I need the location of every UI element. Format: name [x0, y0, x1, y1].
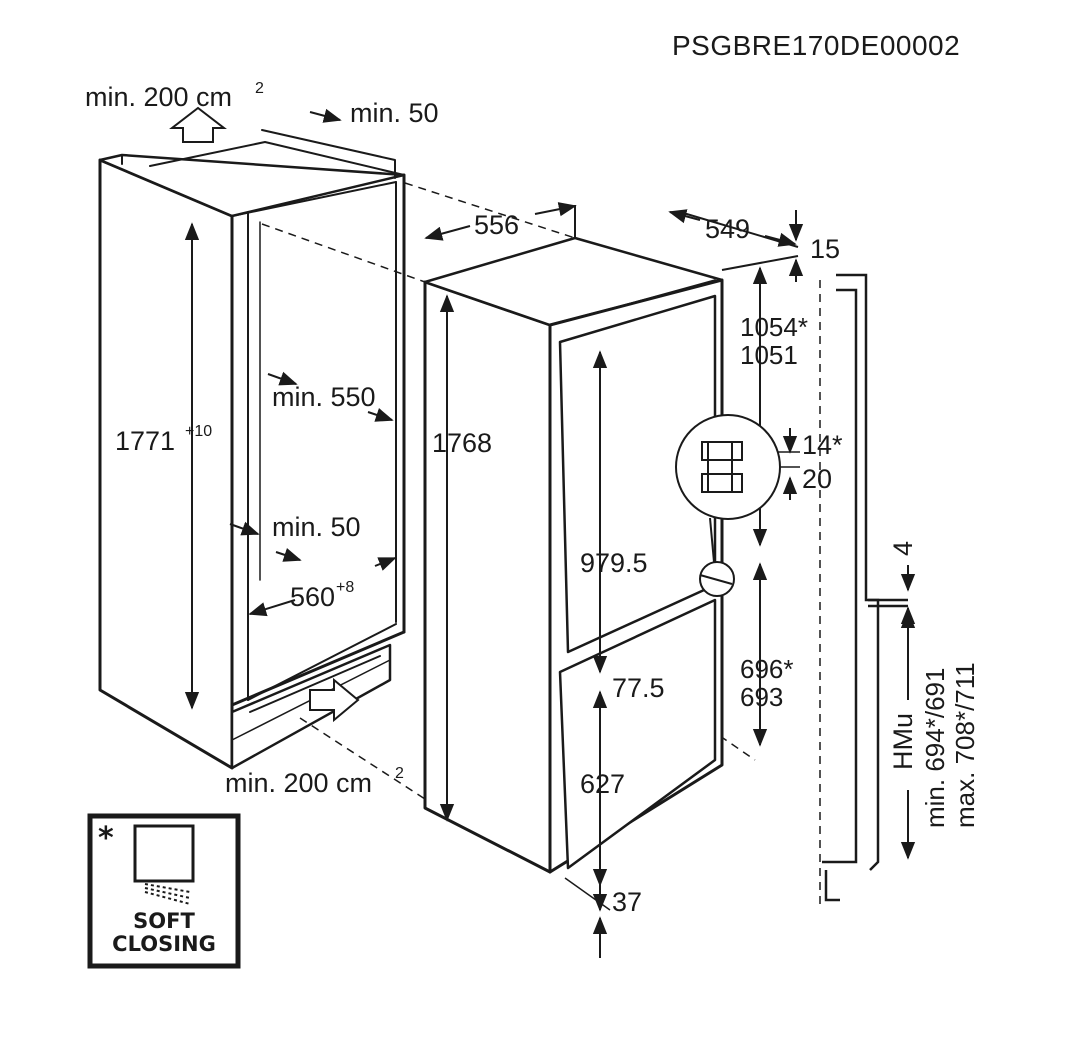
label-appliance-depth: 549: [705, 214, 750, 244]
label-upper-hinge: 1051: [740, 340, 798, 370]
vent-bottom-arrow-icon: [309, 677, 360, 723]
vent-arrows: [169, 106, 360, 723]
projection-lines: [261, 182, 821, 905]
label-hmu: HMu: [888, 713, 918, 770]
dimension-labels: min. 200 cm 2 min. 50 1771 +10 min. 550 …: [85, 80, 980, 917]
label-upper-hinge-star: 1054*: [740, 312, 808, 342]
label-lower-hinge: 693: [740, 682, 783, 712]
label-hmu-min: min. 694*/691: [920, 668, 950, 828]
soft-closing-icon: [133, 824, 195, 905]
vent-top-arrow-icon: [169, 106, 227, 143]
label-vent-bottom: min. 200 cm: [225, 768, 372, 798]
label-niche-height: 1771: [115, 426, 175, 456]
label-gap-top: min. 50: [350, 98, 439, 128]
label-lower-gap: 77.5: [612, 673, 665, 703]
label-niche-width: 560: [290, 582, 335, 612]
label-hinge-b: 20: [802, 464, 832, 494]
label-vent-top-sup: 2: [255, 80, 264, 97]
label-base-offset: 37: [612, 887, 642, 917]
furniture-door-frame: [822, 273, 908, 902]
label-lower-hinge-star: 696*: [740, 654, 794, 684]
document-code: PSGBRE170DE00002: [672, 30, 960, 61]
legend-line1: SOFT: [133, 909, 195, 933]
label-hinge-a: 14*: [802, 430, 843, 460]
label-gap-4: 4: [888, 541, 918, 556]
label-top-offset: 15: [810, 234, 840, 264]
legend-star: *: [98, 821, 114, 856]
label-niche-depth: min. 550: [272, 382, 376, 412]
label-hmu-max: max. 708*/711: [950, 662, 980, 828]
label-niche-height-sup: +10: [185, 423, 212, 440]
legend-line2: CLOSING: [112, 932, 216, 956]
label-appliance-width: 556: [474, 210, 519, 240]
label-vent-bottom-sup: 2: [395, 765, 404, 782]
hinge-detail: [675, 414, 781, 597]
label-upper-door: 979.5: [580, 548, 648, 578]
appliance-body: [423, 236, 724, 874]
label-appliance-height: 1768: [432, 428, 492, 458]
label-niche-width-sup: +8: [336, 579, 354, 596]
soft-closing-legend: * SOFT CLOSING: [87, 813, 241, 969]
label-side-gap: min. 50: [272, 512, 361, 542]
label-vent-top: min. 200 cm: [85, 82, 232, 112]
label-lower-door: 627: [580, 769, 625, 799]
